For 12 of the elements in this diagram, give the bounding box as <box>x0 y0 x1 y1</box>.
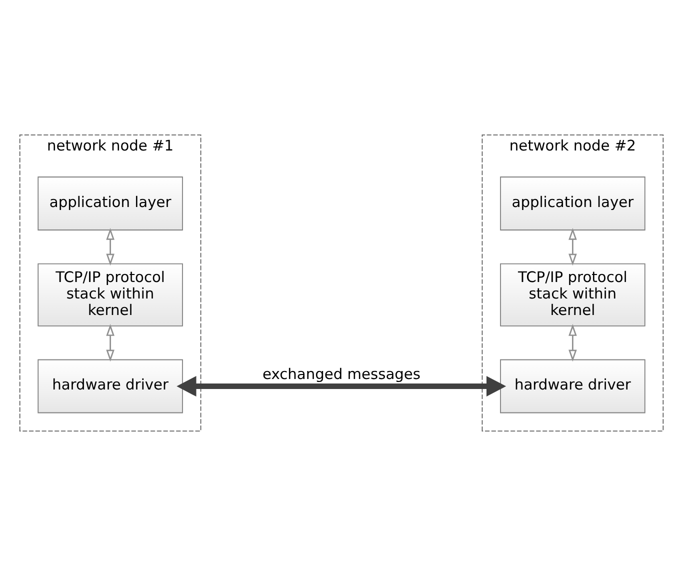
node-box: TCP/IP protocol stack within kernel <box>38 263 183 326</box>
edge-label: exchanged messages <box>262 366 421 383</box>
node-box: application layer <box>500 176 646 230</box>
arrow <box>106 324 114 362</box>
node-box: TCP/IP protocol stack within kernel <box>500 263 646 326</box>
node-box: hardware driver <box>500 359 646 414</box>
arrow <box>568 324 577 362</box>
node-box: application layer <box>38 176 183 230</box>
arrow <box>176 376 506 397</box>
arrow <box>106 228 114 266</box>
arrow <box>568 228 577 266</box>
node-box: hardware driver <box>38 359 183 414</box>
